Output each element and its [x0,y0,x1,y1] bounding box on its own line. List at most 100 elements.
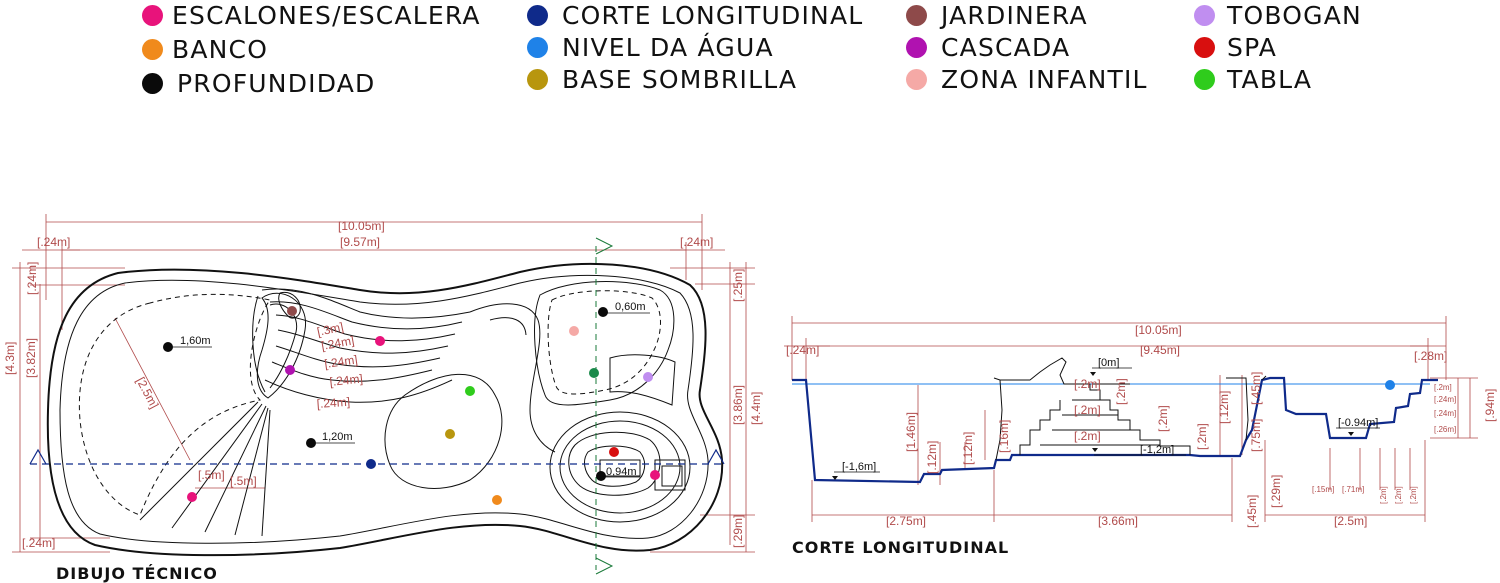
sec-dim-r24a: [.24m] [1434,395,1456,404]
sec-dim-s2b: [.2m] [1074,403,1101,417]
legend-label: ZONA INFANTIL [941,64,1148,94]
dim-total-width: [10.05m] [338,219,385,233]
shallow-zone [534,281,675,406]
sec-dim-v2a: [.2m] [1114,378,1128,405]
legend: ESCALONES/ESCALERA BANCO PROFUNDIDAD COR… [0,0,1500,100]
legend-dot-banco [142,38,163,60]
legend-label: TOBOGAN [1227,0,1362,30]
marker-corte [366,459,376,469]
plan-dimension-lines [12,214,755,553]
sec-dim-right: [.28m] [1414,349,1447,363]
marker-profundidad [598,307,608,317]
legend-item-cascada: CASCADA [906,32,1070,62]
sec-dim-b275: [2.75m] [886,514,926,528]
bench-lines [139,401,271,537]
dim-step-e: [.24m] [316,395,350,411]
legend-item-corte: CORTE LONGITUDINAL [527,0,863,30]
depth-label-4: 0,94m [606,466,637,478]
sec-dim-h16: [.16m] [997,420,1011,453]
sec-dim-s2a: [.2m] [1074,377,1101,391]
marker-cascada [285,365,295,375]
legend-dot-tabla [1194,68,1215,90]
sec-dim-h12b: [.12m] [961,432,975,465]
marker-profundidad [163,342,173,352]
sec-dim-v45: [.45m] [1249,372,1263,405]
sec-dim-mid: [-1,2m] [1140,444,1174,456]
legend-label: ESCALONES/ESCALERA [172,0,481,30]
section-dimension-lines [784,316,1478,522]
dim-height-inner: [3.82m] [24,338,38,378]
sec-dim-inner: [9.45m] [1140,343,1180,357]
legend-label: TABLA [1227,64,1313,94]
deep-zone-contour [78,293,271,516]
dim-margin-right: [.24m] [680,235,713,249]
marker-profundidad [306,438,316,448]
dim-height-outer: [4.3m] [3,342,17,375]
sec-dim-r94: [.94m] [1483,389,1497,422]
marker-spa [609,447,619,457]
sec-dim-b25: [2.5m] [1334,514,1367,528]
sec-dim-left: [.24m] [786,343,819,357]
legend-dot-cascada [906,36,927,58]
legend-label: BASE SOMBRILLA [562,64,798,94]
dim-right-outer: [4.4m] [749,392,763,425]
marker-escalones [375,336,385,346]
sec-dim-v12: [.12m] [1217,391,1231,424]
dim-step-b: [.24m] [320,333,355,353]
plan-markers [163,306,660,505]
legend-label: BANCO [172,34,269,64]
sec-dim-v2c: [.2m] [1195,423,1209,450]
dim-bench-b: [.5m] [230,474,257,488]
section-line [29,237,725,575]
sec-dim-t2c: [.2m] [1409,486,1418,504]
marker-tabla [465,386,475,396]
section-caption: CORTE LONGITUDINAL [792,538,1010,557]
sec-dim-deep: [-1,6m] [842,461,876,473]
dim-margin-bottom-left: [.24m] [22,536,55,550]
legend-label: SPA [1227,32,1278,62]
sec-dim-v75: [.75m] [1249,419,1263,452]
marker-tobogan [643,372,653,382]
legend-label: NIVEL DA ÁGUA [562,32,774,62]
marker-escalones [650,470,660,480]
legend-item-tobogan: TOBOGAN [1194,0,1362,30]
step-fan [252,288,471,403]
sec-dim-h146: [1.46m] [904,412,918,452]
marker-nivel-agua [1385,380,1395,390]
ledge-island [384,373,503,489]
dim-step-a: [.3m] [316,320,345,339]
dim-inner-width: [9.57m] [340,235,380,249]
plan-depth-markers: 1,60m 1,20m 0,60m 0,94m [168,301,650,478]
dim-margin-left: [.24m] [37,235,70,249]
sec-dim-total: [10.05m] [1135,323,1182,337]
sec-dim-s2c: [.2m] [1074,429,1101,443]
spa [549,411,691,523]
legend-dot-profundidad [142,72,163,94]
sec-dim-t2a: [.2m] [1379,486,1388,504]
legend-dot-nivel [527,36,548,58]
section-view: [10.05m] [9.45m] [.24m] [.28m] [0m] [-1,… [784,316,1497,528]
dim-left-top: [.24m] [25,262,39,295]
legend-item-banco: BANCO [142,34,268,64]
legend-item-jardinera: JARDINERA [906,0,1088,30]
legend-label: PROFUNDIDAD [177,68,376,98]
legend-dot-spa [1194,36,1215,58]
sec-dim-b29: [.29m] [1269,475,1283,508]
legend-label: CASCADA [941,32,1071,62]
section-dimension-labels: [10.05m] [9.45m] [.24m] [.28m] [0m] [-1,… [786,323,1497,528]
legend-item-profundidad: PROFUNDIDAD [142,68,376,98]
marker-tabla-dark [589,368,599,378]
sec-dim-v2b: [.2m] [1156,405,1170,432]
sec-dim-b45: [.45m] [1245,495,1259,528]
marker-profundidad [596,471,606,481]
legend-label: JARDINERA [941,0,1088,30]
sec-dim-shallow: [-0.94m] [1338,417,1378,429]
plan-view: [10.05m] [9.57m] [.24m] [.24m] [.24m] [.… [3,214,763,575]
sec-dim-t2b: [.2m] [1394,486,1403,504]
legend-item-nivel: NIVEL DA ÁGUA [527,32,774,62]
legend-dot-tobogan [1194,4,1215,26]
legend-item-escalones: ESCALONES/ESCALERA [142,0,481,30]
dim-bench-a: [.5m] [198,468,225,482]
legend-dot-corte [527,4,548,26]
